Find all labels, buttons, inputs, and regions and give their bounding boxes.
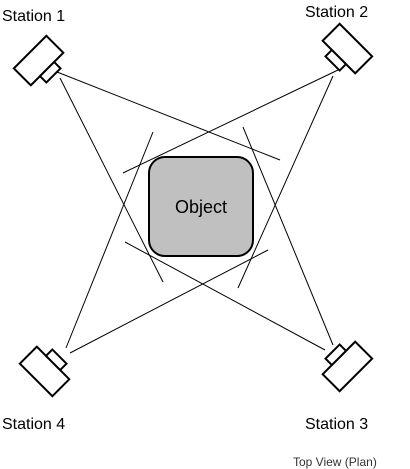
station-2-ray-b bbox=[237, 75, 334, 289]
station-1-ray-a bbox=[59, 77, 164, 283]
station-1-camera-icon bbox=[12, 34, 65, 87]
station-4-label: Station 4 bbox=[2, 416, 65, 433]
station-2-camera-icon bbox=[321, 22, 374, 75]
station-4-ray-b bbox=[69, 249, 269, 354]
station-1-ray-b bbox=[51, 69, 281, 161]
station-1-label: Station 1 bbox=[2, 8, 65, 25]
station-3-label: Station 3 bbox=[305, 416, 368, 433]
station-2-ray-a bbox=[122, 69, 339, 174]
station-4-camera-icon bbox=[18, 345, 71, 398]
station-3-camera-icon bbox=[321, 340, 374, 393]
object-box bbox=[148, 156, 254, 257]
station-3-ray-a bbox=[242, 126, 334, 346]
station-3-ray-b bbox=[124, 241, 326, 351]
view-caption: Top View (Plan) bbox=[293, 455, 377, 469]
station-4-ray-a bbox=[65, 131, 154, 349]
station-2-label: Station 2 bbox=[305, 4, 368, 21]
object-label: Object bbox=[175, 197, 227, 217]
